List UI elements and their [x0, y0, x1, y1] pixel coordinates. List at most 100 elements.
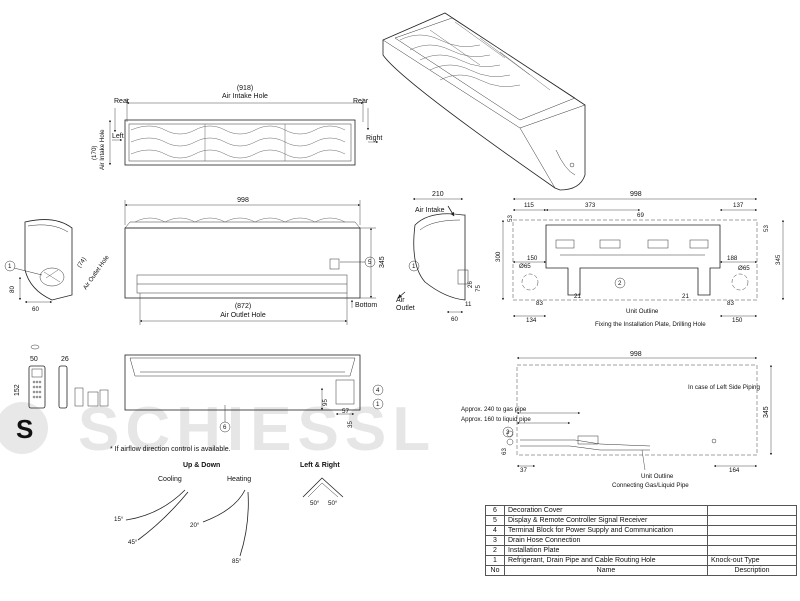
- plate-d300: 300: [495, 251, 502, 262]
- top-dim-width: (918): [237, 85, 253, 92]
- svg-text:1: 1: [8, 263, 12, 270]
- piping-height: 345: [763, 406, 770, 418]
- angle-50-left: 50°: [310, 500, 320, 507]
- front-outlet-label: Air Outlet Hole: [220, 312, 266, 319]
- plate-d83b: 83: [727, 300, 734, 307]
- svg-text:1: 1: [376, 401, 380, 408]
- heating-label: Heating: [227, 476, 251, 483]
- svg-text:3: 3: [506, 429, 510, 436]
- piping-d164: 164: [729, 467, 740, 474]
- svg-text:4: 4: [376, 387, 380, 394]
- svg-text:S: S: [16, 414, 33, 444]
- top-view: (918) Air Intake Hole Rear Rear Left Rig…: [91, 85, 382, 170]
- callout-1-right: 1: [408, 260, 420, 272]
- front-view: 998 345 (872) Air Outlet Hole Bottom: [124, 197, 386, 325]
- airflow-note: * If airflow direction control is availa…: [110, 446, 231, 453]
- right-label: Right: [366, 135, 382, 142]
- piping-d37: 37: [520, 467, 527, 474]
- plate-caption: Fixing the Installation Plate, Drilling …: [595, 321, 706, 328]
- plate-d21a: 21: [574, 293, 581, 300]
- piping-gas: Approx. 240 to gas pipe: [461, 406, 527, 413]
- plate-d150: 150: [527, 255, 538, 262]
- plate-phi65a: Ø65: [519, 263, 531, 270]
- angle-15: 15°: [114, 516, 124, 523]
- angle-20: 20°: [190, 522, 200, 529]
- air-outlet-label: Air: [396, 297, 405, 304]
- watermark: S SCHIESSL: [0, 395, 430, 464]
- rear-left-label: Rear: [114, 98, 130, 105]
- updown-label: Up & Down: [183, 462, 220, 469]
- angle-45: 45°: [128, 539, 138, 546]
- callout-6: 6: [219, 405, 231, 433]
- callout-2: 2: [614, 277, 626, 289]
- plate-d188: 188: [727, 255, 738, 262]
- svg-text:2: 2: [618, 280, 622, 287]
- svg-text:1: 1: [412, 263, 416, 270]
- callout-4: 4: [372, 384, 384, 396]
- plate-d83a: 83: [536, 300, 543, 307]
- plate-d150b: 150: [732, 317, 743, 324]
- plate-d53b: 53: [763, 225, 770, 232]
- plate-d69: 69: [637, 212, 644, 219]
- installation-plate-view: 998 115 373 69 137 53 53 Ø65 Ø65 150 188…: [495, 191, 785, 328]
- callout-3: 3: [502, 426, 514, 438]
- callout-1-left: 1: [4, 260, 43, 276]
- air-intake-label: Air Intake: [415, 207, 445, 214]
- airflow-diagrams: * If airflow direction control is availa…: [110, 446, 344, 565]
- callouts: 1 5 1 2 4 1 6 3: [4, 256, 626, 438]
- bottom-d95: 95: [322, 399, 329, 406]
- piping-note-left: In case of Left Side Piping: [688, 384, 760, 391]
- svg-text:6: 6: [223, 424, 227, 431]
- remote-controller-view: 50 26 152: [14, 344, 109, 409]
- top-dim-label: Air Intake Hole: [222, 93, 268, 100]
- right-d60: 60: [451, 316, 458, 323]
- remote-width: 50: [30, 356, 38, 363]
- left-label: Left: [112, 133, 124, 140]
- top-depth: (170): [91, 146, 98, 160]
- leftright-label: Left & Right: [300, 462, 340, 469]
- left-d60: 60: [32, 306, 39, 313]
- right-width: 210: [432, 191, 444, 198]
- plate-d137: 137: [733, 202, 744, 209]
- piping-unit-outline: Unit Outline: [641, 473, 674, 480]
- piping-view: 998 In case of Left Side Piping 345 Appr…: [461, 351, 773, 489]
- piping-liquid: Approx. 160 to liquid pipe: [461, 416, 531, 423]
- plate-phi65b: Ø65: [738, 265, 750, 272]
- right-side-view: 210 Air Intake Air Outlet 60 11 26 75: [396, 191, 482, 323]
- left-d74: (74): [76, 256, 88, 269]
- left-side-view: 80 60 (74) Air Outlet Hole: [9, 219, 111, 313]
- right-d75: 75: [475, 285, 482, 292]
- plate-width: 998: [630, 191, 642, 198]
- front-width: 998: [237, 197, 249, 204]
- bottom-label: Bottom: [355, 302, 377, 309]
- angle-85: 85°: [232, 558, 242, 565]
- right-d26: 26: [467, 281, 474, 288]
- front-outlet-width: (872): [235, 303, 251, 310]
- rear-right-label: Rear: [353, 98, 369, 105]
- remote-depth: 26: [61, 356, 69, 363]
- air-outlet-label-2: Outlet: [396, 305, 415, 312]
- plate-d373: 373: [585, 202, 596, 209]
- svg-text:5: 5: [368, 259, 372, 266]
- plate-d21b: 21: [682, 293, 689, 300]
- piping-connecting: Connecting Gas/Liquid Pipe: [612, 482, 689, 489]
- top-depth-label: Air Intake Hole: [99, 129, 106, 170]
- cooling-label: Cooling: [158, 476, 182, 483]
- angle-50-right: 50°: [328, 500, 338, 507]
- callout-5: 5: [340, 256, 376, 268]
- isometric-unit-view: [382, 12, 586, 191]
- bottom-d57: 57: [342, 408, 349, 415]
- plate-unit-outline: Unit Outline: [626, 308, 659, 315]
- plate-d53: 53: [507, 215, 514, 222]
- plate-d345: 345: [775, 254, 782, 265]
- piping-d63: 63: [501, 448, 508, 455]
- bottom-d35: 35: [347, 421, 354, 428]
